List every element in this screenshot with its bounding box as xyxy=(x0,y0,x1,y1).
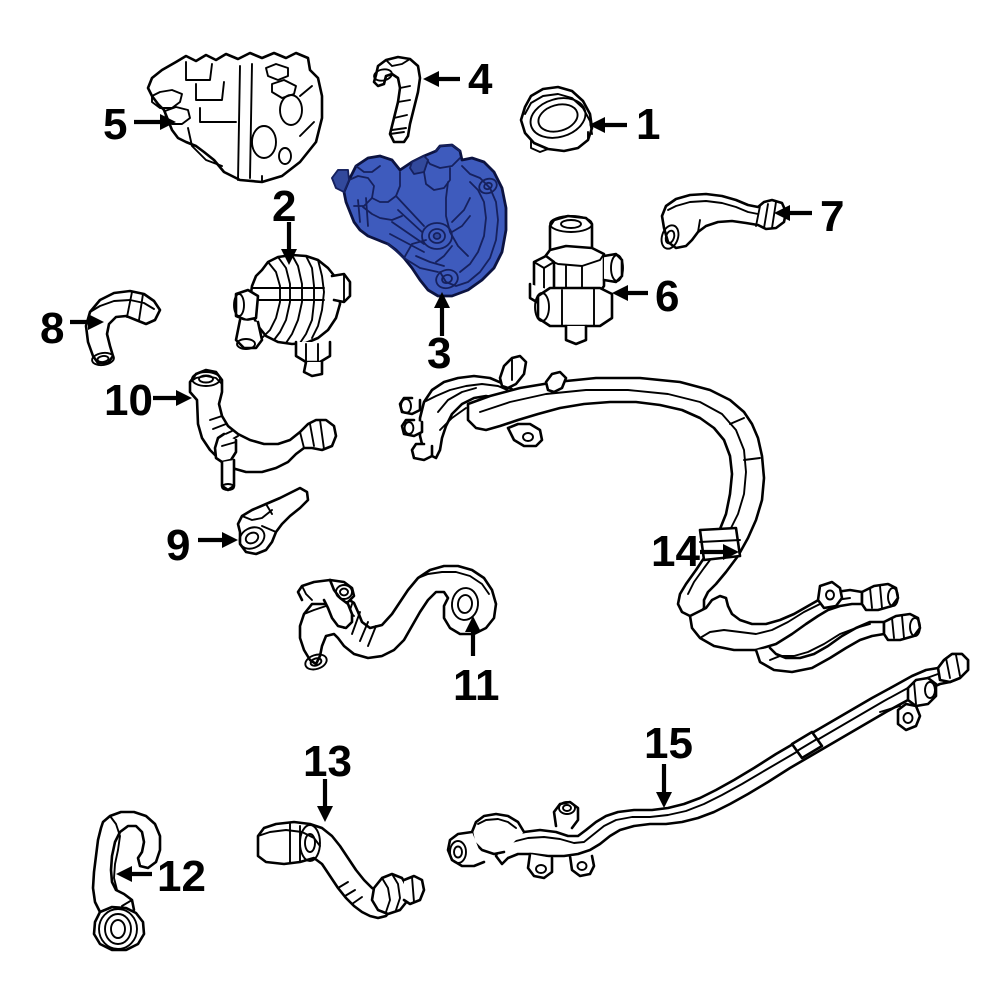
part-14-heater-coolant-tube-upper[interactable] xyxy=(398,354,922,674)
part-12-coolant-hose-curved-short[interactable] xyxy=(91,810,162,952)
part-3-engine-mount-bracket[interactable] xyxy=(331,143,508,298)
callout-label-6[interactable]: 6 xyxy=(655,272,680,321)
callout-label-7[interactable]: 7 xyxy=(820,192,845,241)
part-10-coolant-hose-branch-tee[interactable] xyxy=(188,368,338,492)
leader-13 xyxy=(317,779,333,822)
part-9-coolant-hose-connector-stub[interactable] xyxy=(236,486,310,556)
callout-label-13[interactable]: 13 xyxy=(303,737,352,786)
leader-6 xyxy=(612,285,648,301)
callout-leaders xyxy=(70,71,812,882)
callout-label-8[interactable]: 8 xyxy=(40,304,65,353)
callout-label-11[interactable]: 11 xyxy=(453,661,500,710)
part-6-heater-control-valve[interactable] xyxy=(528,214,624,346)
part-15-heater-coolant-tube-lower[interactable] xyxy=(446,652,970,880)
callout-label-12[interactable]: 12 xyxy=(157,852,206,901)
part-8-coolant-hose-elbow-short[interactable] xyxy=(84,289,162,367)
part-7-coolant-hose-upper[interactable] xyxy=(659,192,788,251)
part-2-auxiliary-water-pump[interactable] xyxy=(233,253,352,378)
leader-3 xyxy=(434,292,450,336)
callout-label-3[interactable]: 3 xyxy=(427,329,452,378)
callout-label-2[interactable]: 2 xyxy=(272,182,297,231)
callout-label-1[interactable]: 1 xyxy=(636,100,661,149)
part-1-coolant-reservoir-cap-cover[interactable] xyxy=(519,85,594,153)
leader-11 xyxy=(465,616,481,656)
leader-8 xyxy=(70,314,104,330)
leader-12 xyxy=(116,866,152,882)
callout-label-5[interactable]: 5 xyxy=(103,100,128,149)
leader-2 xyxy=(281,222,297,265)
part-4-hose-retaining-clip[interactable] xyxy=(372,55,422,144)
leader-10 xyxy=(153,390,192,406)
leader-5 xyxy=(134,114,176,130)
leader-4 xyxy=(423,71,460,87)
leader-14 xyxy=(700,544,739,560)
callout-label-4[interactable]: 4 xyxy=(468,55,493,104)
callout-label-9[interactable]: 9 xyxy=(166,521,191,570)
part-13-coolant-hose-angled[interactable] xyxy=(256,820,426,920)
callout-label-10[interactable]: 10 xyxy=(104,376,153,425)
callout-label-15[interactable]: 15 xyxy=(644,719,693,768)
leader-9 xyxy=(198,532,238,548)
leader-1 xyxy=(589,117,627,133)
callout-label-14[interactable]: 14 xyxy=(651,527,700,576)
part-5-inner-fender-shield-panel[interactable] xyxy=(146,51,324,184)
leader-15 xyxy=(656,764,672,808)
part-11-heater-hose-assembly[interactable] xyxy=(296,564,498,672)
leader-7 xyxy=(774,205,812,221)
